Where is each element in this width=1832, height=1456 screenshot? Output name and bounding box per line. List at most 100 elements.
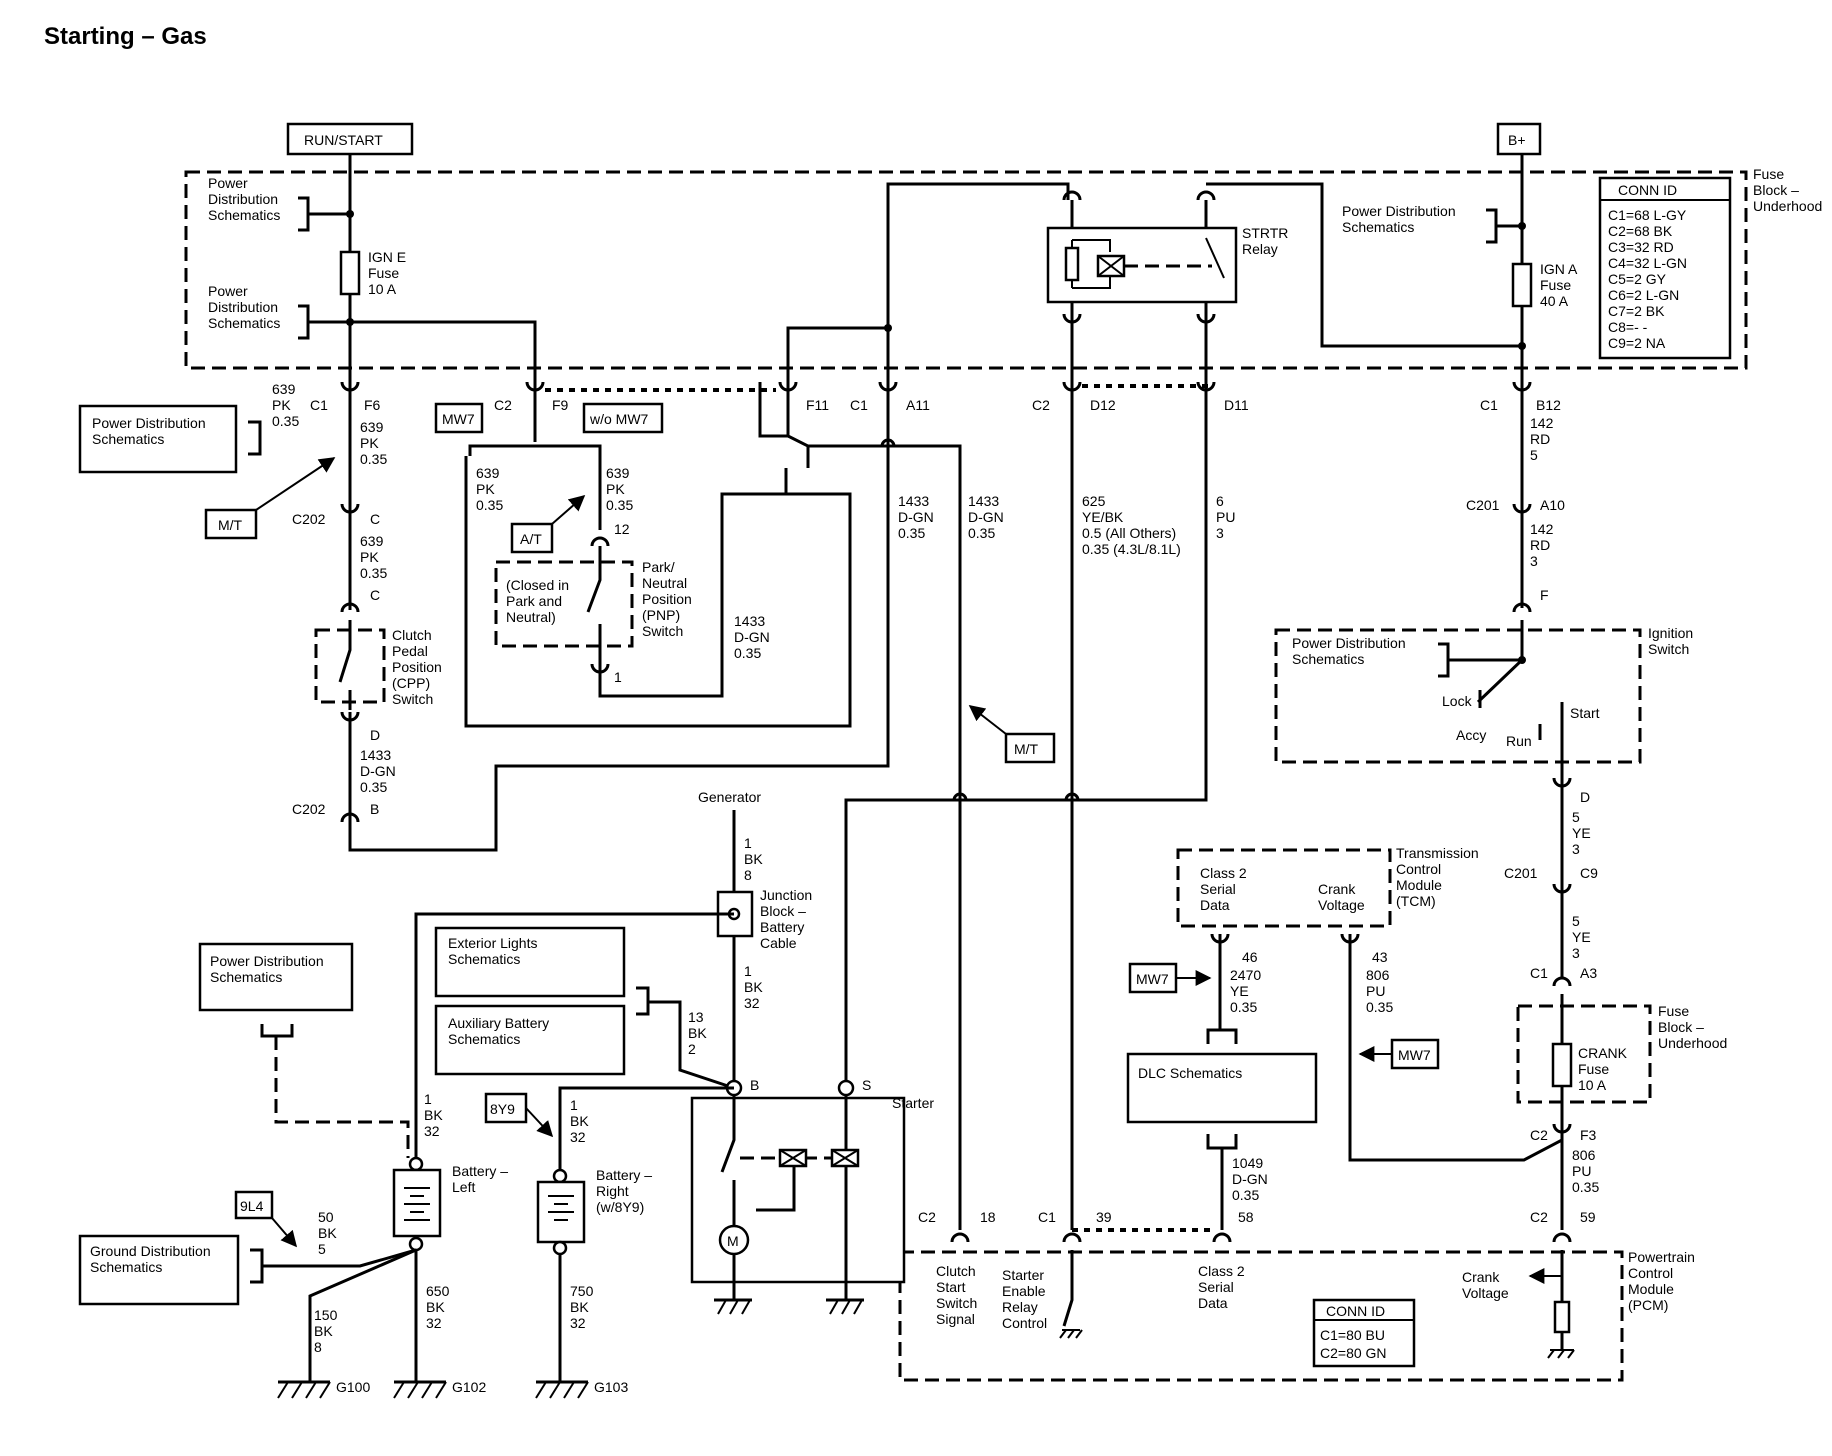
relay-pin-4 bbox=[1196, 313, 1216, 324]
svg-text:A/T: A/T bbox=[520, 531, 542, 547]
svg-text:806: 806 bbox=[1572, 1147, 1596, 1163]
svg-text:BK: BK bbox=[744, 979, 763, 995]
label-c-mid: C bbox=[370, 587, 380, 603]
svg-text:32: 32 bbox=[426, 1315, 442, 1331]
svg-text:3: 3 bbox=[1530, 553, 1538, 569]
wire-label-806-b: 806 PU 0.35 bbox=[1572, 1147, 1599, 1195]
label-pin-58: 58 bbox=[1238, 1209, 1254, 1225]
wire-label-13-bk: 13 BK 2 bbox=[688, 1009, 707, 1057]
svg-text:0.35: 0.35 bbox=[898, 525, 925, 541]
svg-text:6: 6 bbox=[1216, 493, 1224, 509]
connector-cpp-c bbox=[340, 602, 360, 613]
svg-text:Accy: Accy bbox=[1456, 727, 1486, 743]
svg-text:D-GN: D-GN bbox=[1232, 1171, 1268, 1187]
svg-text:32: 32 bbox=[744, 995, 760, 1011]
connector-c1-a3 bbox=[1552, 976, 1572, 987]
svg-text:3: 3 bbox=[1572, 841, 1580, 857]
svg-text:Schematics: Schematics bbox=[208, 207, 280, 223]
svg-text:IGN E: IGN E bbox=[368, 249, 406, 265]
wire-1433-to-a11 bbox=[348, 382, 890, 852]
wire-label-625: 625 YE/BK 0.5 (All Others) 0.35 (4.3L/8.… bbox=[1082, 493, 1181, 557]
wire-label-1433-cpp: 1433 D-GN 0.35 bbox=[360, 747, 396, 795]
svg-text:8: 8 bbox=[744, 867, 752, 883]
svg-text:5: 5 bbox=[1530, 447, 1538, 463]
label-c9: C9 bbox=[1580, 865, 1598, 881]
svg-text:Underhood: Underhood bbox=[1753, 198, 1822, 214]
svg-text:C9=2 NA: C9=2 NA bbox=[1608, 335, 1666, 351]
svg-text:BK: BK bbox=[314, 1323, 333, 1339]
junction-block-battery-cable: Junction Block – Battery Cable bbox=[716, 887, 812, 951]
svg-text:Powertrain: Powertrain bbox=[1628, 1249, 1695, 1265]
svg-text:C1=80 BU: C1=80 BU bbox=[1320, 1327, 1385, 1343]
wire-50-bk bbox=[262, 1248, 417, 1268]
auxiliary-battery-box: Auxiliary Battery Schematics bbox=[434, 1004, 626, 1076]
tcm-module: Class 2 Serial Data Crank Voltage Transm… bbox=[1176, 845, 1479, 928]
label-c1-39: C1 bbox=[1038, 1209, 1056, 1225]
svg-text:YE: YE bbox=[1572, 825, 1591, 841]
svg-text:PK: PK bbox=[360, 435, 379, 451]
fuse-block-conn-id-table: CONN ID C1=68 L-GY C2=68 BK C3=32 RD C4=… bbox=[1598, 176, 1732, 360]
svg-text:Switch: Switch bbox=[1648, 641, 1689, 657]
relay-pin-1 bbox=[1062, 190, 1082, 201]
svg-text:13: 13 bbox=[688, 1009, 704, 1025]
wire-label-639-f6: 639 PK 0.35 bbox=[360, 419, 387, 467]
wire-label-150-bk: 150 BK 8 bbox=[314, 1307, 338, 1355]
svg-text:D12: D12 bbox=[1090, 397, 1116, 413]
label-a10: A10 bbox=[1540, 497, 1565, 513]
svg-text:2: 2 bbox=[688, 1041, 696, 1057]
svg-text:Auxiliary Battery: Auxiliary Battery bbox=[448, 1015, 549, 1031]
svg-text:A11: A11 bbox=[906, 397, 930, 413]
wire-junction-batt-left bbox=[414, 912, 734, 1164]
svg-text:C6=2 L-GN: C6=2 L-GN bbox=[1608, 287, 1679, 303]
svg-text:Clutch: Clutch bbox=[936, 1263, 976, 1279]
pds-bracket-1: Power Distribution Schematics bbox=[208, 175, 354, 232]
svg-text:639: 639 bbox=[360, 533, 384, 549]
label-c202-top: C202 bbox=[292, 511, 326, 527]
bracket-aux bbox=[636, 986, 650, 1016]
svg-text:Power: Power bbox=[208, 283, 248, 299]
option-mt-left: M/T bbox=[204, 457, 336, 540]
wire-label-1-bk-32-c: 1 BK 32 bbox=[570, 1097, 589, 1145]
svg-text:Fuse: Fuse bbox=[1753, 166, 1784, 182]
splice-a11 bbox=[884, 324, 892, 332]
svg-text:1433: 1433 bbox=[968, 493, 999, 509]
svg-text:PK: PK bbox=[272, 397, 291, 413]
bracket-f9-split bbox=[468, 444, 602, 456]
fuse-block-label: Fuse Block – Underhood bbox=[1753, 166, 1822, 214]
svg-text:150: 150 bbox=[314, 1307, 338, 1323]
wire-1433-mt bbox=[808, 444, 962, 1230]
svg-text:1: 1 bbox=[570, 1097, 578, 1113]
option-mw7-crank: MW7 bbox=[1358, 1038, 1440, 1070]
svg-text:5: 5 bbox=[318, 1241, 326, 1257]
svg-text:D-GN: D-GN bbox=[360, 763, 396, 779]
wire-label-639-c202: 639 PK 0.35 bbox=[360, 533, 387, 581]
svg-text:639: 639 bbox=[606, 465, 630, 481]
svg-text:1: 1 bbox=[424, 1091, 432, 1107]
wire-1433-pnp bbox=[598, 504, 724, 698]
svg-text:Switch: Switch bbox=[936, 1295, 977, 1311]
svg-text:(CPP): (CPP) bbox=[392, 675, 430, 691]
svg-text:C2: C2 bbox=[1032, 397, 1050, 413]
svg-text:G102: G102 bbox=[452, 1379, 486, 1395]
svg-text:RD: RD bbox=[1530, 431, 1550, 447]
svg-text:C1: C1 bbox=[310, 397, 328, 413]
svg-text:Schematics: Schematics bbox=[1292, 651, 1364, 667]
svg-text:BK: BK bbox=[318, 1225, 337, 1241]
svg-text:5: 5 bbox=[1572, 913, 1580, 929]
svg-text:Fuse: Fuse bbox=[1658, 1003, 1689, 1019]
label-pin-1: 1 bbox=[614, 669, 622, 685]
svg-text:Cable: Cable bbox=[760, 935, 797, 951]
label-a3: A3 bbox=[1580, 965, 1597, 981]
svg-text:1049: 1049 bbox=[1232, 1155, 1263, 1171]
svg-text:C5=2 GY: C5=2 GY bbox=[1608, 271, 1667, 287]
wire-label-2470: 2470 YE 0.35 bbox=[1230, 967, 1261, 1015]
option-wo-mw7: w/o MW7 bbox=[582, 402, 664, 434]
svg-text:32: 32 bbox=[570, 1315, 586, 1331]
svg-text:M/T: M/T bbox=[218, 517, 243, 533]
svg-text:PK: PK bbox=[476, 481, 495, 497]
svg-text:Voltage: Voltage bbox=[1462, 1285, 1509, 1301]
wire-label-806-a: 806 PU 0.35 bbox=[1366, 967, 1393, 1015]
svg-text:9L4: 9L4 bbox=[240, 1198, 264, 1214]
wire-hop-2 bbox=[1064, 792, 1080, 801]
svg-text:Control: Control bbox=[1396, 861, 1441, 877]
